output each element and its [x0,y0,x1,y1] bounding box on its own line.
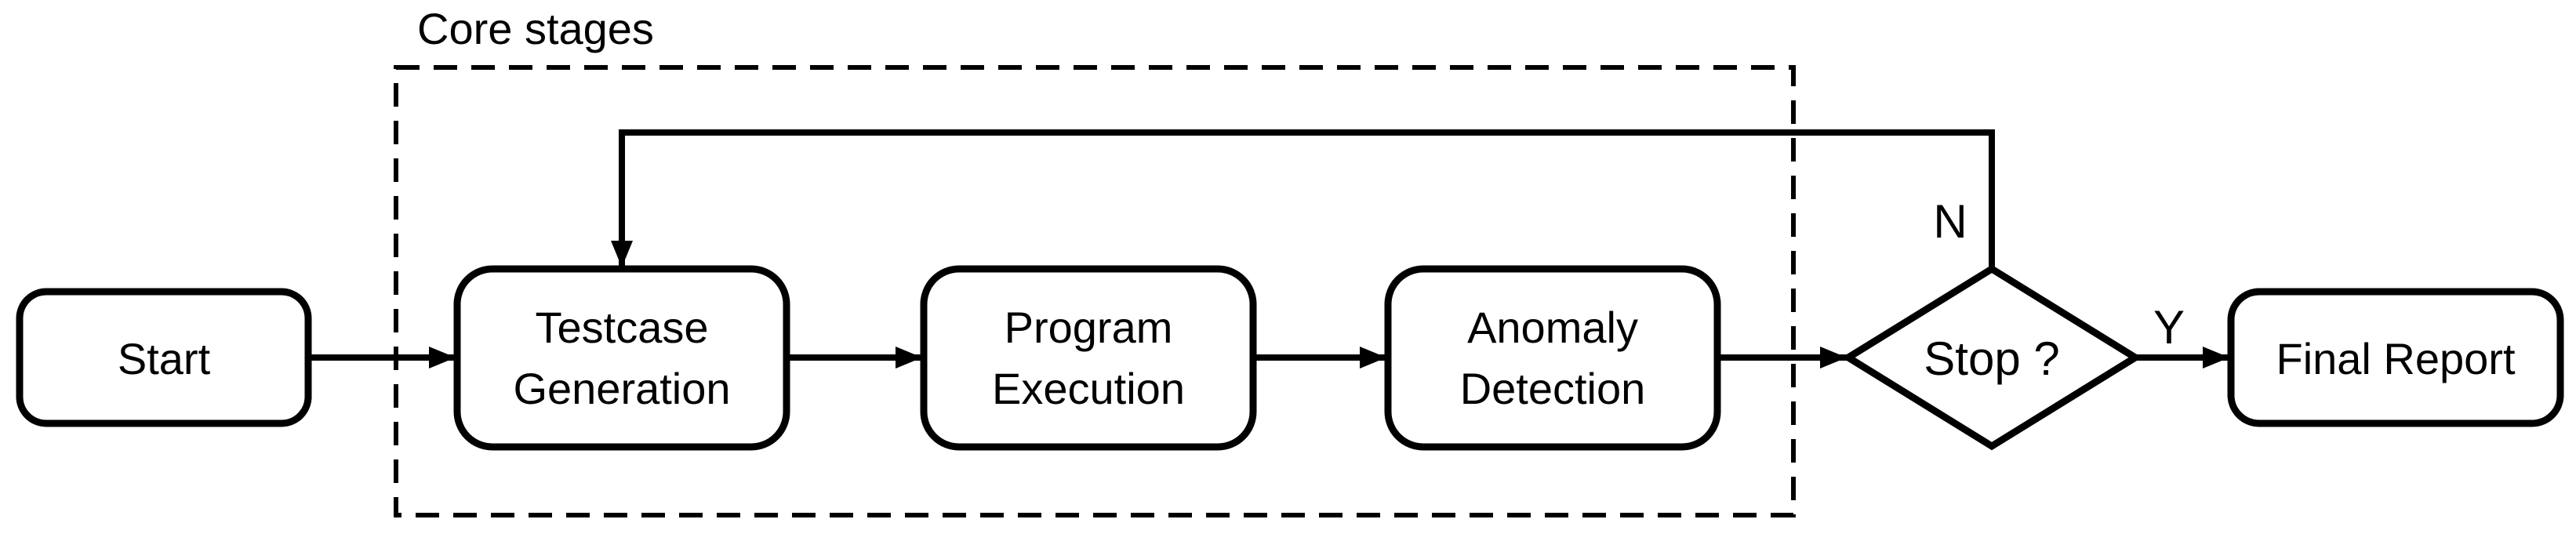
program-execution-label-line2: Execution [992,364,1185,413]
anomaly-detection-label-line2: Detection [1460,364,1646,413]
edge-label-y: Y [2153,301,2185,354]
testcase-generation-node: Testcase Generation [453,265,790,451]
testcase-generation-label-line1: Testcase [536,303,709,352]
final-report-node-shape [2227,288,2564,427]
edge-label-n: N [1933,195,1967,248]
core-stages-group: Core stages [394,4,1796,517]
testcase-generation-label-line2: Generation [513,364,730,413]
program-execution-label-line1: Program [1005,303,1173,352]
testcase-generation-node-shape [453,265,790,451]
final-report-node-label: Final Report [2276,334,2515,383]
core-stages-group-border [394,65,1796,517]
final-report-node: Final Report [2227,288,2564,427]
start-node-label: Start [118,334,211,383]
stop-decision-label: Stop ? [1924,332,2059,385]
edge-stop-to-testcase-feedback [611,129,1995,269]
anomaly-detection-label-line1: Anomaly [1467,303,1638,352]
anomaly-detection-node: Anomaly Detection [1384,265,1721,451]
stop-decision-node: Stop ? [1841,264,2142,451]
start-node-shape [16,288,312,427]
program-execution-node: Program Execution [920,265,1257,451]
stop-decision-node-shape [1841,264,2142,451]
program-execution-node-shape [920,265,1257,451]
start-node: Start [16,288,312,427]
core-stages-group-label: Core stages [417,4,654,53]
anomaly-detection-node-shape [1384,265,1721,451]
